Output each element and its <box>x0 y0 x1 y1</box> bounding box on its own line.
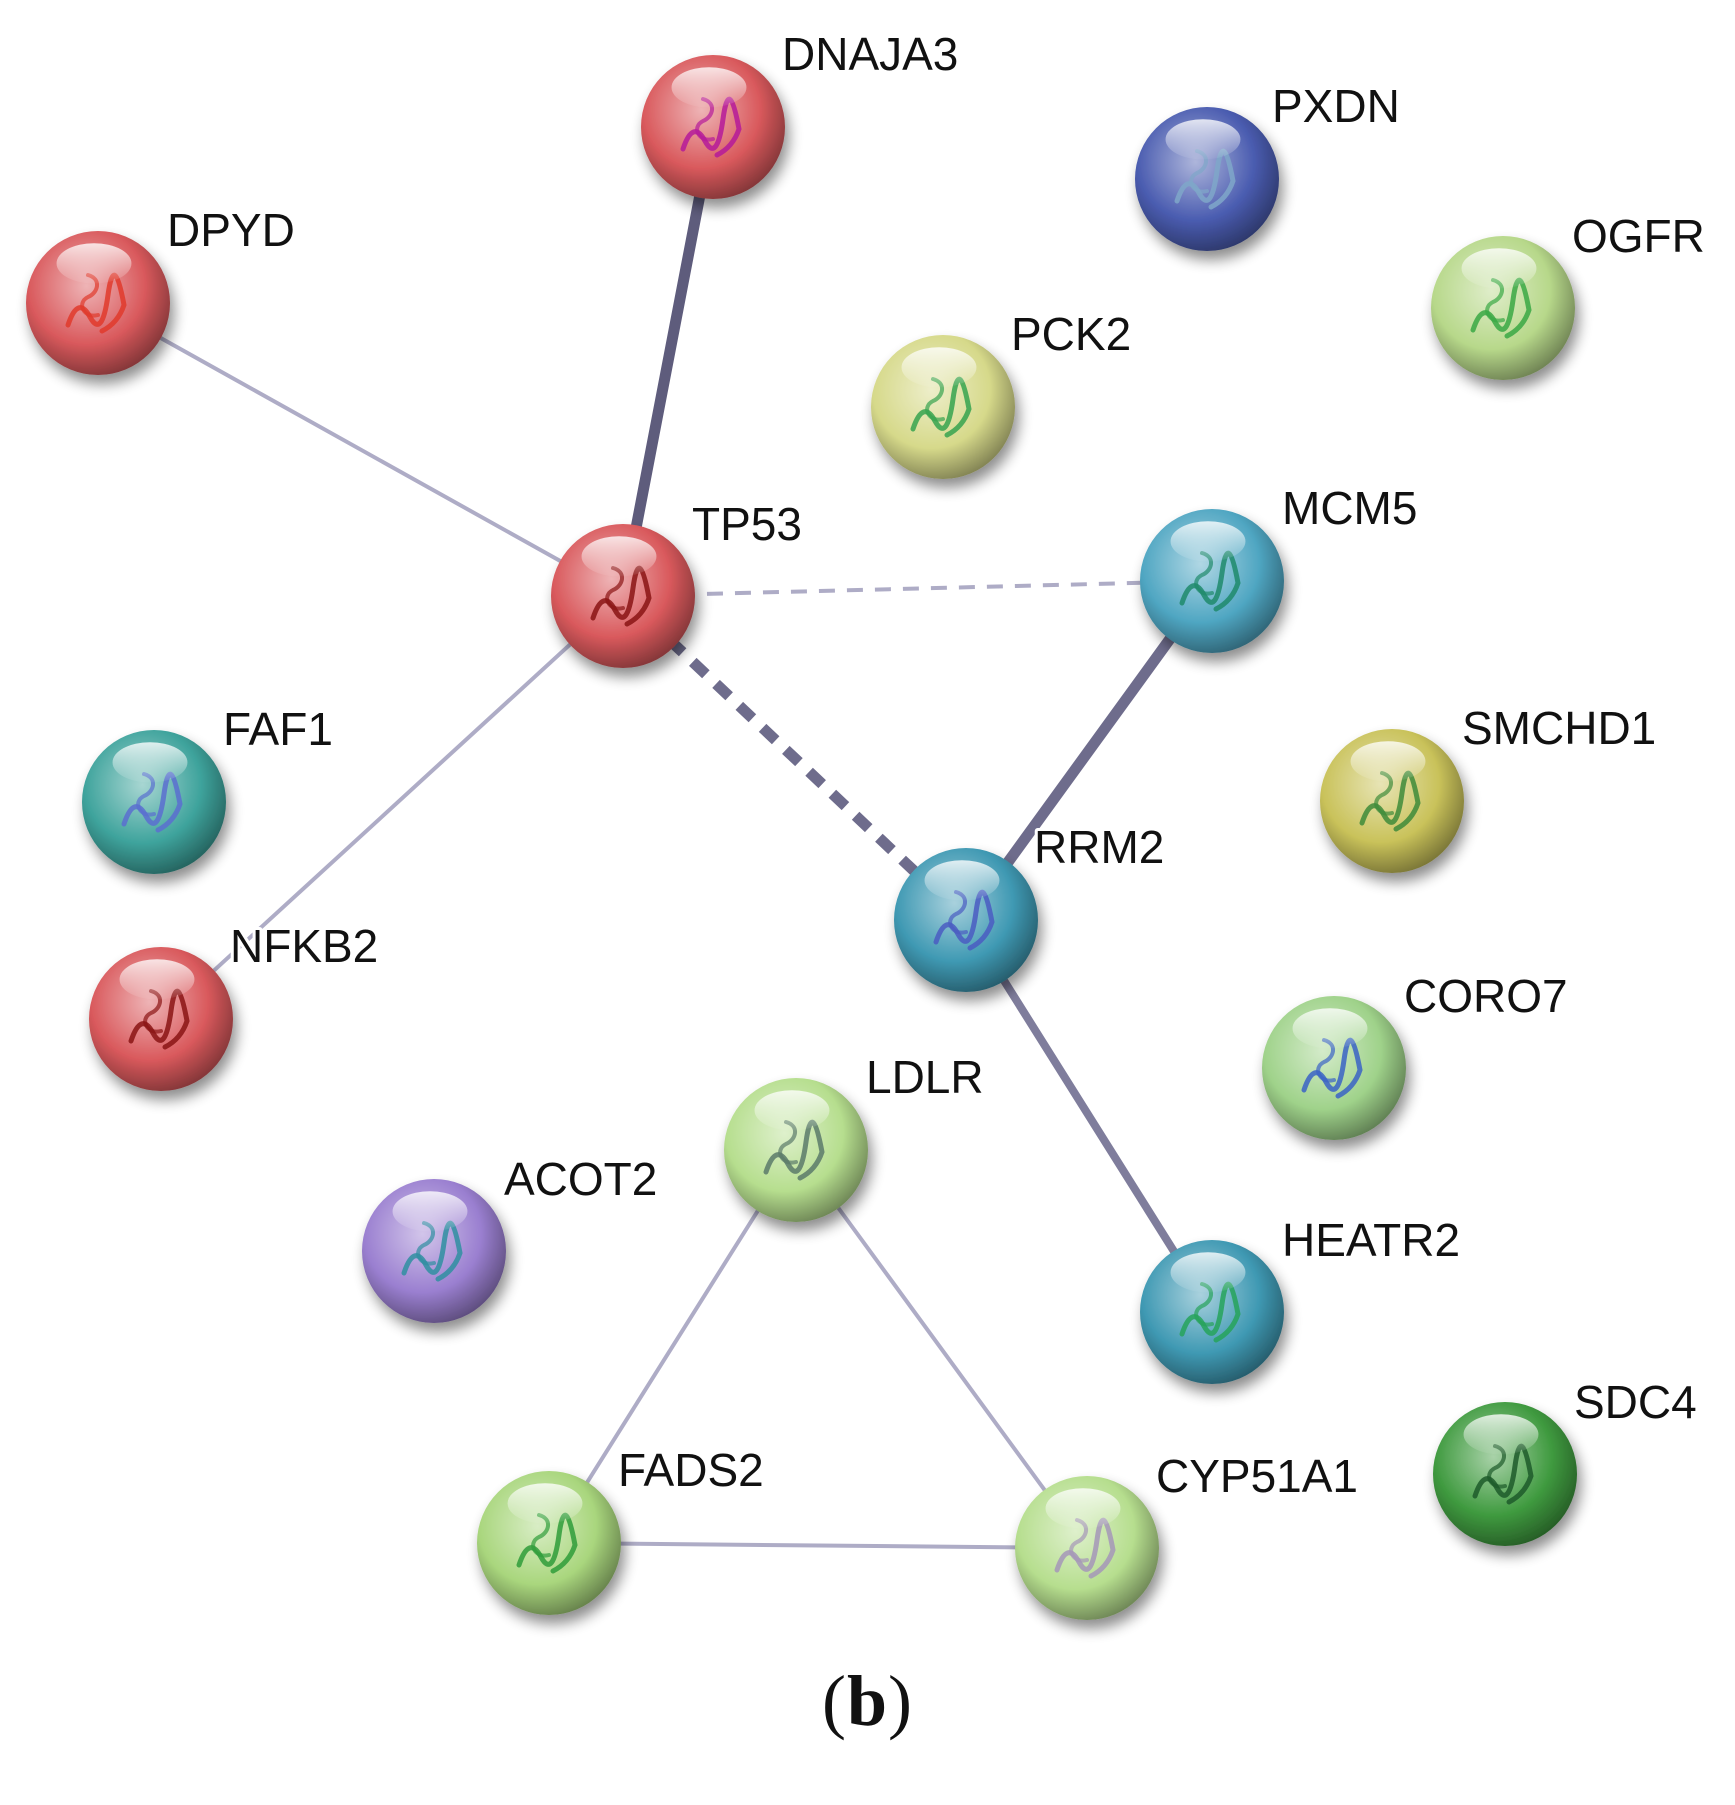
node-label: DPYD <box>167 204 295 256</box>
node-tp53[interactable]: TP53 <box>551 495 805 668</box>
panel-label-open: ( <box>821 1661 847 1741</box>
node-label: HEATR2 <box>1282 1214 1460 1266</box>
node-sdc4[interactable]: SDC4 <box>1433 1373 1700 1546</box>
node-gloss <box>507 1483 583 1524</box>
node-coro7[interactable]: CORO7 <box>1262 967 1571 1140</box>
node-label: SMCHD1 <box>1462 702 1656 754</box>
node-dnaja3[interactable]: DNAJA3 <box>641 25 961 199</box>
edge-ldlr-fads2 <box>547 1148 798 1545</box>
node-pck2[interactable]: PCK2 <box>871 305 1134 479</box>
node-gloss <box>392 1191 468 1232</box>
node-nfkb2[interactable]: NFKB2 <box>89 917 381 1091</box>
node-gloss <box>1461 248 1537 289</box>
node-gloss <box>901 347 977 388</box>
node-label: OGFR <box>1572 210 1705 262</box>
node-label: FADS2 <box>618 1444 764 1496</box>
edge-tp53-rrm2 <box>619 592 970 924</box>
node-smchd1[interactable]: SMCHD1 <box>1320 699 1659 873</box>
edge-tp53-dnaja3 <box>617 121 719 602</box>
node-gloss <box>671 67 747 108</box>
node-label: LDLR <box>866 1051 984 1103</box>
node-label: TP53 <box>692 498 802 550</box>
edge-tp53-nfkb2 <box>159 594 625 1021</box>
node-label: PCK2 <box>1011 308 1131 360</box>
node-faf1[interactable]: FAF1 <box>82 700 336 874</box>
node-heatr2[interactable]: HEATR2 <box>1140 1211 1463 1384</box>
node-gloss <box>1165 119 1241 160</box>
node-label: PXDN <box>1272 80 1400 132</box>
node-rrm2[interactable]: RRM2 <box>894 818 1167 992</box>
node-label: NFKB2 <box>230 920 378 972</box>
node-ldlr[interactable]: LDLR <box>724 1048 987 1222</box>
node-label: ACOT2 <box>504 1153 657 1205</box>
node-label: RRM2 <box>1034 821 1164 873</box>
node-gloss <box>112 742 188 783</box>
node-gloss <box>1350 741 1426 782</box>
node-pxdn[interactable]: PXDN <box>1135 77 1403 251</box>
node-dpyd[interactable]: DPYD <box>26 201 298 375</box>
node-gloss <box>924 860 1000 901</box>
node-label: FAF1 <box>223 703 333 755</box>
node-mcm5[interactable]: MCM5 <box>1140 479 1420 653</box>
node-label: SDC4 <box>1574 1376 1697 1428</box>
panel-label-close: ) <box>888 1661 913 1741</box>
node-gloss <box>1463 1414 1539 1455</box>
node-gloss <box>1292 1008 1368 1049</box>
edge-ldlr-cyp51a1 <box>794 1148 1089 1550</box>
node-gloss <box>754 1090 830 1131</box>
node-label: DNAJA3 <box>782 28 958 80</box>
node-label: CYP51A1 <box>1156 1450 1358 1502</box>
node-acot2[interactable]: ACOT2 <box>362 1150 660 1323</box>
node-fads2[interactable]: FADS2 <box>477 1441 767 1615</box>
node-ogfr[interactable]: OGFR <box>1431 207 1708 380</box>
edge-tp53-mcm5 <box>622 579 1213 598</box>
node-label: MCM5 <box>1282 482 1417 534</box>
node-gloss <box>1170 1252 1246 1293</box>
node-gloss <box>581 536 657 577</box>
node-gloss <box>1170 521 1246 562</box>
panel-label: (b) <box>0 1660 1735 1743</box>
node-label: CORO7 <box>1404 970 1568 1022</box>
edge-fads2-cyp51a1 <box>547 1541 1089 1550</box>
node-gloss <box>119 959 195 1000</box>
node-gloss <box>1045 1488 1121 1529</box>
node-cyp51a1[interactable]: CYP51A1 <box>1015 1447 1361 1620</box>
node-gloss <box>56 243 132 284</box>
edge-tp53-dpyd <box>96 301 625 598</box>
edge-rrm2-heatr2 <box>962 916 1216 1316</box>
panel-label-letter: b <box>846 1661 889 1741</box>
